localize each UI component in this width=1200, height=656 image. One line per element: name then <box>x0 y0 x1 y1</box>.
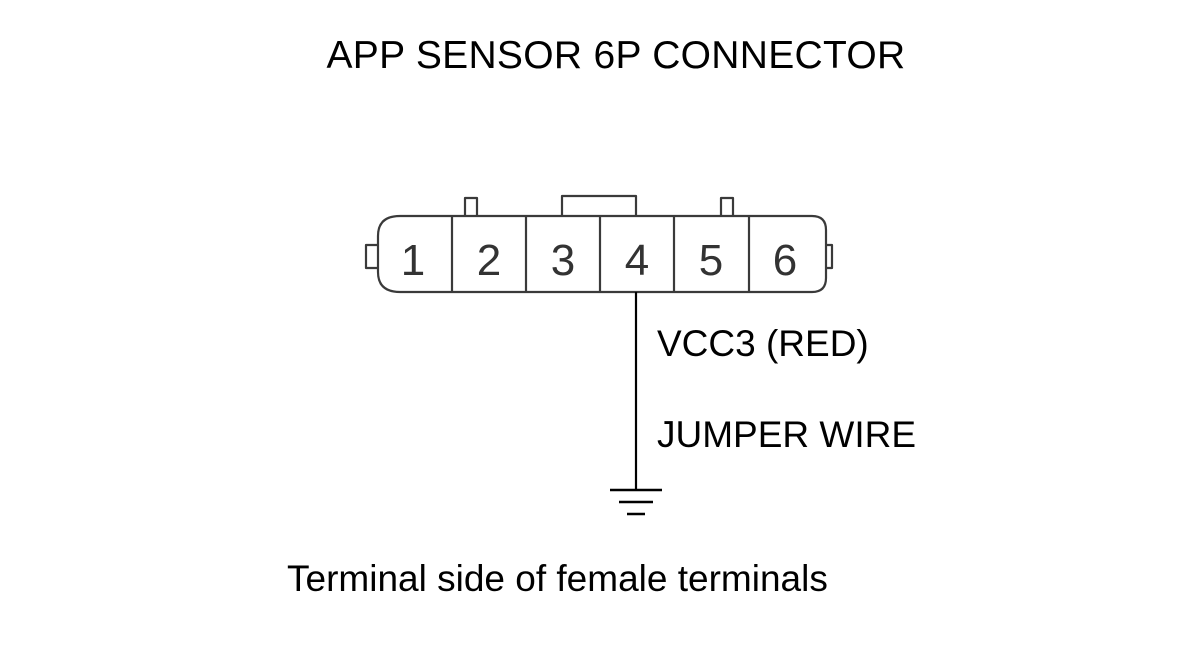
pin-3-label: 3 <box>551 236 575 285</box>
post-right-icon <box>719 196 735 216</box>
lock-tab-icon <box>560 194 638 216</box>
pin-2-label: 2 <box>477 236 501 285</box>
post-left-icon <box>463 196 479 216</box>
pin-5-label: 5 <box>699 236 723 285</box>
pin-4-label: 4 <box>625 236 649 285</box>
side-nub-left-icon <box>364 243 378 270</box>
diagram-title: APP SENSOR 6P CONNECTOR <box>326 34 906 77</box>
vcc3-red-label: VCC3 (RED) <box>657 323 869 364</box>
pin-numbers: 1 2 3 4 5 6 <box>401 236 797 285</box>
pin-1-label: 1 <box>401 236 425 285</box>
pin-6-label: 6 <box>773 236 797 285</box>
housing-outline <box>376 214 828 294</box>
jumper-wire-label: JUMPER WIRE <box>657 414 916 455</box>
terminal-side-caption: Terminal side of female terminals <box>287 558 828 599</box>
connector-body <box>364 194 834 294</box>
ground-symbol-icon <box>610 488 662 516</box>
